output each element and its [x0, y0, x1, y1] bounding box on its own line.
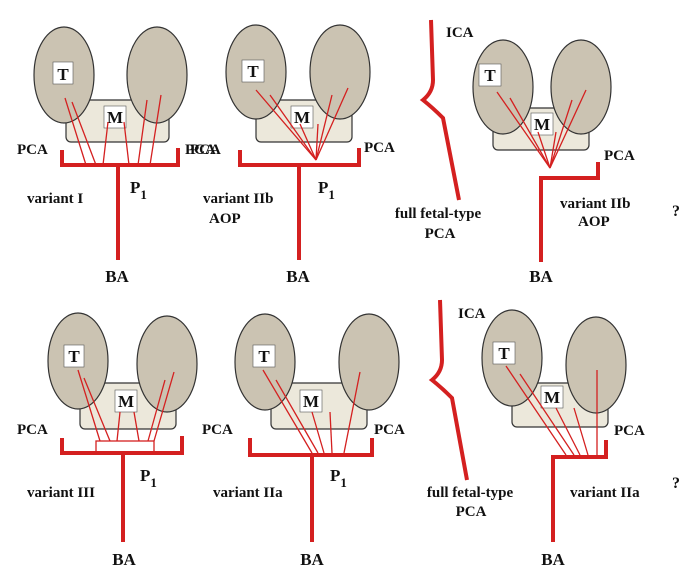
fetal-label-line2: PCA — [425, 226, 456, 242]
midbrain-label-box — [530, 112, 554, 136]
p1-label: P1 — [330, 466, 347, 490]
ba-label: BA — [300, 550, 324, 569]
ba-label: BA — [112, 550, 136, 569]
midbrain-label: M — [118, 392, 134, 411]
ica-label: ICA — [446, 25, 474, 41]
panel-variant-3: T M ICA PCA full fetal-type PCA variant … — [395, 19, 635, 286]
midbrain-label: M — [107, 108, 123, 127]
side-mark-top: ? — [672, 203, 680, 220]
panel-variant-4: T M PCA variant III P1 BA — [17, 312, 198, 569]
p1-label: P1 — [318, 178, 335, 202]
midbrain-label-box — [540, 385, 564, 409]
pca-left-label: PCA — [17, 422, 48, 438]
thalamus-label: T — [484, 66, 496, 85]
thalamus-label-box — [241, 59, 265, 83]
ica-label: ICA — [458, 306, 486, 322]
pca-right-label: PCA — [604, 148, 635, 164]
right-thalamus — [565, 316, 627, 414]
p1-label: P1 — [140, 466, 157, 490]
thalamus-label: T — [258, 347, 270, 366]
variant-label: variant I — [27, 191, 83, 207]
variant-label: variant IIa — [213, 485, 283, 501]
midbrain-label: M — [303, 392, 319, 411]
midbrain-label-box — [299, 389, 323, 413]
pca-left-label: PCA — [202, 422, 233, 438]
p1-label: P1 — [130, 178, 147, 202]
pca-right-label: PCA — [364, 140, 395, 156]
perforator-branches — [77, 369, 175, 454]
midbrain-label: M — [534, 115, 550, 134]
main-arteries — [238, 148, 361, 260]
thalamus-label-box — [52, 61, 74, 85]
thalamus-label-box — [478, 63, 502, 87]
thalamus-label: T — [498, 344, 510, 363]
panel-variant-2: T M PCA PCA variant IIb AOP P1 BA — [190, 24, 395, 286]
main-arteries — [60, 436, 184, 542]
perforator-branches — [505, 365, 598, 456]
panel-variant-5: T M PCA PCA variant IIa P1 BA — [202, 313, 405, 569]
pca-left-label: PCA — [190, 142, 221, 158]
ba-label: BA — [105, 267, 129, 286]
ica-artery — [419, 19, 461, 201]
pca-right-label: PCA — [374, 422, 405, 438]
side-mark-bottom: ? — [672, 475, 680, 492]
variant-label-line2: AOP — [578, 214, 610, 230]
variant-label-line1: variant IIb — [560, 196, 630, 212]
panel-variant-1: T M PCA PCA variant I P1 BA — [17, 26, 216, 286]
thalamus-label-box — [252, 344, 276, 368]
panel-variant-6: T M ICA PCA full fetal-type PCA variant … — [427, 299, 645, 569]
midbrain-label: M — [294, 108, 310, 127]
thalamus-label-box — [63, 344, 85, 368]
fetal-label-line2: PCA — [456, 504, 487, 520]
variant-label: variant III — [27, 485, 95, 501]
thalamus-label: T — [68, 347, 80, 366]
perforator-branches — [64, 94, 162, 166]
main-arteries — [248, 438, 374, 542]
left-thalamus — [472, 39, 534, 135]
main-arteries — [539, 162, 600, 262]
right-thalamus — [338, 313, 400, 411]
variant-label-line1: variant IIb — [203, 191, 273, 207]
thalamus-label: T — [247, 62, 259, 81]
midbrain-label-box — [114, 389, 138, 413]
right-thalamus — [550, 39, 612, 135]
thalamus-label-box — [492, 341, 516, 365]
main-arteries — [551, 440, 608, 542]
ica-artery — [428, 299, 469, 481]
pca-right-label: PCA — [185, 142, 216, 158]
fetal-label-line1: full fetal-type — [395, 206, 482, 222]
midbrain-label-box — [103, 105, 127, 129]
variant-label: variant IIa — [570, 485, 640, 501]
perforator-branches — [496, 89, 587, 169]
pca-right-label: PCA — [614, 423, 645, 439]
main-arteries — [60, 148, 180, 260]
thalamus-label: T — [57, 65, 69, 84]
right-thalamus — [126, 26, 188, 124]
variant-label-line2: AOP — [209, 211, 241, 227]
ba-label: BA — [286, 267, 310, 286]
right-thalamus — [136, 315, 198, 413]
fetal-label-line1: full fetal-type — [427, 485, 514, 501]
midbrain-label: M — [544, 388, 560, 407]
pca-left-label: PCA — [17, 142, 48, 158]
perforator-branches — [255, 87, 349, 161]
perforator-branches — [262, 369, 361, 454]
right-thalamus — [309, 24, 371, 120]
ba-label: BA — [541, 550, 565, 569]
ba-label: BA — [529, 267, 553, 286]
